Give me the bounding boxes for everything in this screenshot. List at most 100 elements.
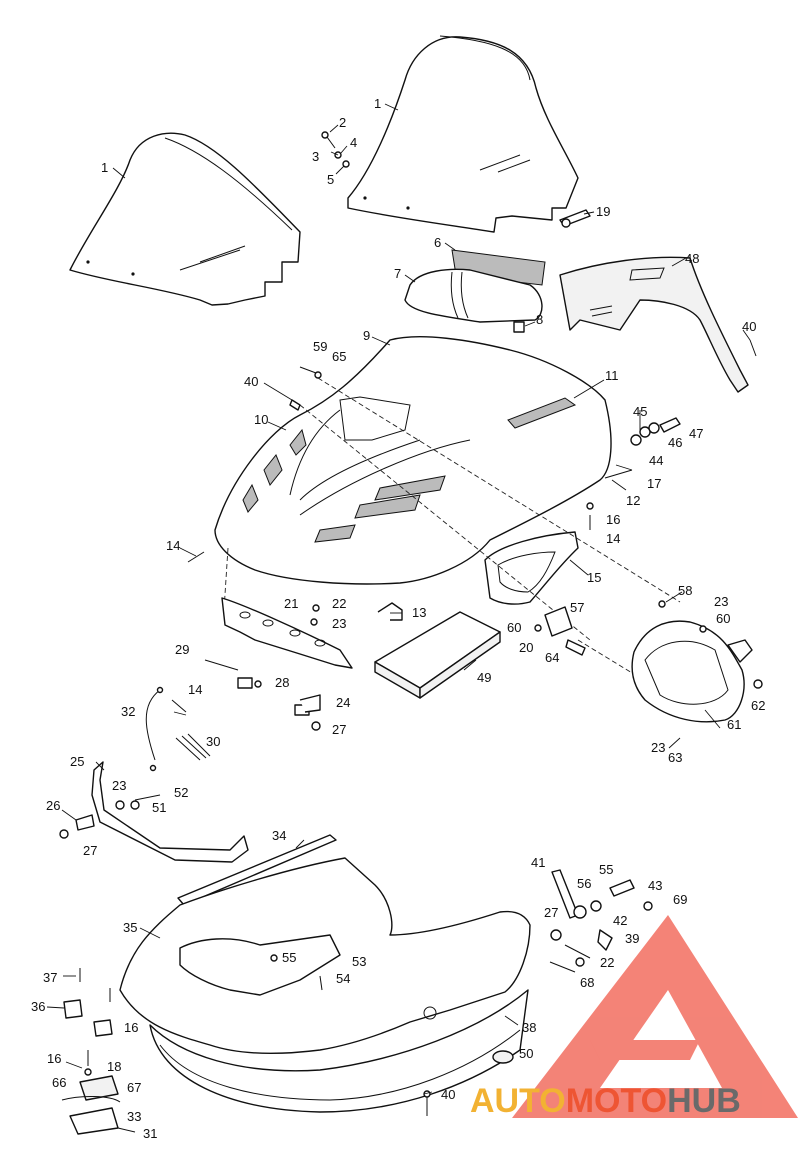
- hood-fasteners-part: [289, 366, 322, 411]
- svg-text:AUTOMOTOHUB: AUTOMOTOHUB: [470, 1082, 741, 1120]
- callout-1: 1: [374, 96, 381, 111]
- headlight-adjuster-part: [534, 606, 586, 656]
- callout-45: 45: [633, 404, 647, 419]
- callout-33: 33: [127, 1109, 141, 1124]
- callout-44: 44: [649, 453, 663, 468]
- callout-20: 20: [519, 640, 533, 655]
- callout-29: 29: [175, 642, 189, 657]
- watermark-logo-triangle: [512, 915, 798, 1118]
- callout-18: 18: [107, 1059, 121, 1074]
- callout-labels: 1 1 2 3 4 5 6 7 8 9 10 11 12 13 14 14 14…: [31, 96, 765, 1141]
- callout-50: 50: [519, 1046, 533, 1061]
- cushion-part: [404, 268, 543, 323]
- callout-61: 61: [727, 717, 741, 732]
- callout-67: 67: [127, 1080, 141, 1095]
- pan-clips-left-part: [63, 968, 113, 1076]
- hood-hinge-hardware-part: [630, 417, 681, 446]
- skid-part: [149, 989, 529, 1113]
- callout-7: 7: [394, 266, 401, 281]
- callout-23: 23: [651, 740, 665, 755]
- callout-12: 12: [626, 493, 640, 508]
- callout-24: 24: [336, 695, 350, 710]
- leader-lines: [46, 103, 751, 1095]
- callout-25: 25: [70, 754, 84, 769]
- callout-22: 22: [600, 955, 614, 970]
- battery-box-part: [61, 1075, 136, 1135]
- watermark-text-moto: MOTO: [566, 1082, 667, 1120]
- callout-37: 37: [43, 970, 57, 985]
- callout-65: 65: [332, 349, 346, 364]
- headlight-bezel-part: [484, 531, 579, 605]
- nut-part: [513, 321, 525, 333]
- callout-55: 55: [599, 862, 613, 877]
- windshield-left-part: [69, 132, 301, 306]
- callout-23: 23: [332, 616, 346, 631]
- windshield-screws-part: [321, 131, 350, 168]
- callout-27: 27: [544, 905, 558, 920]
- pad-part: [374, 611, 501, 699]
- callout-23: 23: [112, 778, 126, 793]
- callout-38: 38: [522, 1020, 536, 1035]
- key-part: [559, 209, 591, 228]
- callout-14: 14: [606, 531, 620, 546]
- callout-16: 16: [124, 1020, 138, 1035]
- callout-9: 9: [363, 328, 370, 343]
- callout-16: 16: [606, 512, 620, 527]
- callout-46: 46: [668, 435, 682, 450]
- callout-2: 2: [339, 115, 346, 130]
- watermark-logo: AUTOMOTOHUB: [470, 1082, 741, 1120]
- callout-64: 64: [545, 650, 559, 665]
- bottom-pan-part: [119, 857, 531, 1054]
- callout-5: 5: [327, 172, 334, 187]
- side-console-part: [559, 256, 749, 393]
- pan-hardware-right-part: [549, 869, 653, 973]
- callout-10: 10: [254, 412, 268, 427]
- hood-part: [214, 336, 612, 585]
- callout-47: 47: [689, 426, 703, 441]
- rail-part: [177, 834, 337, 906]
- callout-35: 35: [123, 920, 137, 935]
- callout-14: 14: [188, 682, 202, 697]
- callout-43: 43: [648, 878, 662, 893]
- callout-66: 66: [52, 1075, 66, 1090]
- callout-32: 32: [121, 704, 135, 719]
- plug-part: [492, 1050, 514, 1064]
- callout-27: 27: [332, 722, 346, 737]
- headlight-part: [631, 600, 763, 723]
- callout-42: 42: [613, 913, 627, 928]
- callout-57: 57: [570, 600, 584, 615]
- callout-60: 60: [716, 611, 730, 626]
- callout-26: 26: [46, 798, 60, 813]
- spring-cable-assembly-part: [145, 659, 321, 772]
- clip-part: [377, 602, 403, 621]
- callout-51: 51: [152, 800, 166, 815]
- screw-bottom-part: [423, 1090, 431, 1116]
- callout-36: 36: [31, 999, 45, 1014]
- callout-8: 8: [536, 312, 543, 327]
- callout-21: 21: [284, 596, 298, 611]
- callout-39: 39: [625, 931, 639, 946]
- watermark-text-hub: HUB: [667, 1082, 741, 1120]
- callout-15: 15: [587, 570, 601, 585]
- callout-63: 63: [668, 750, 682, 765]
- callout-40: 40: [244, 374, 258, 389]
- hood-pins-part: [187, 469, 633, 563]
- callout-34: 34: [272, 828, 286, 843]
- callout-22: 22: [332, 596, 346, 611]
- callout-40: 40: [742, 319, 756, 334]
- callout-16: 16: [47, 1051, 61, 1066]
- callout-68: 68: [580, 975, 594, 990]
- screw-right-part: [749, 339, 757, 357]
- callout-40: 40: [441, 1087, 455, 1102]
- callout-11: 11: [605, 368, 619, 383]
- support-arm-part: [59, 761, 249, 863]
- callout-4: 4: [350, 135, 357, 150]
- callout-30: 30: [206, 734, 220, 749]
- callout-52: 52: [174, 785, 188, 800]
- callout-53: 53: [352, 954, 366, 969]
- callout-1: 1: [101, 160, 108, 175]
- callout-58: 58: [678, 583, 692, 598]
- callout-17: 17: [647, 476, 661, 491]
- headlight-bracket-part: [221, 597, 353, 669]
- pan-screws-part: [270, 954, 323, 991]
